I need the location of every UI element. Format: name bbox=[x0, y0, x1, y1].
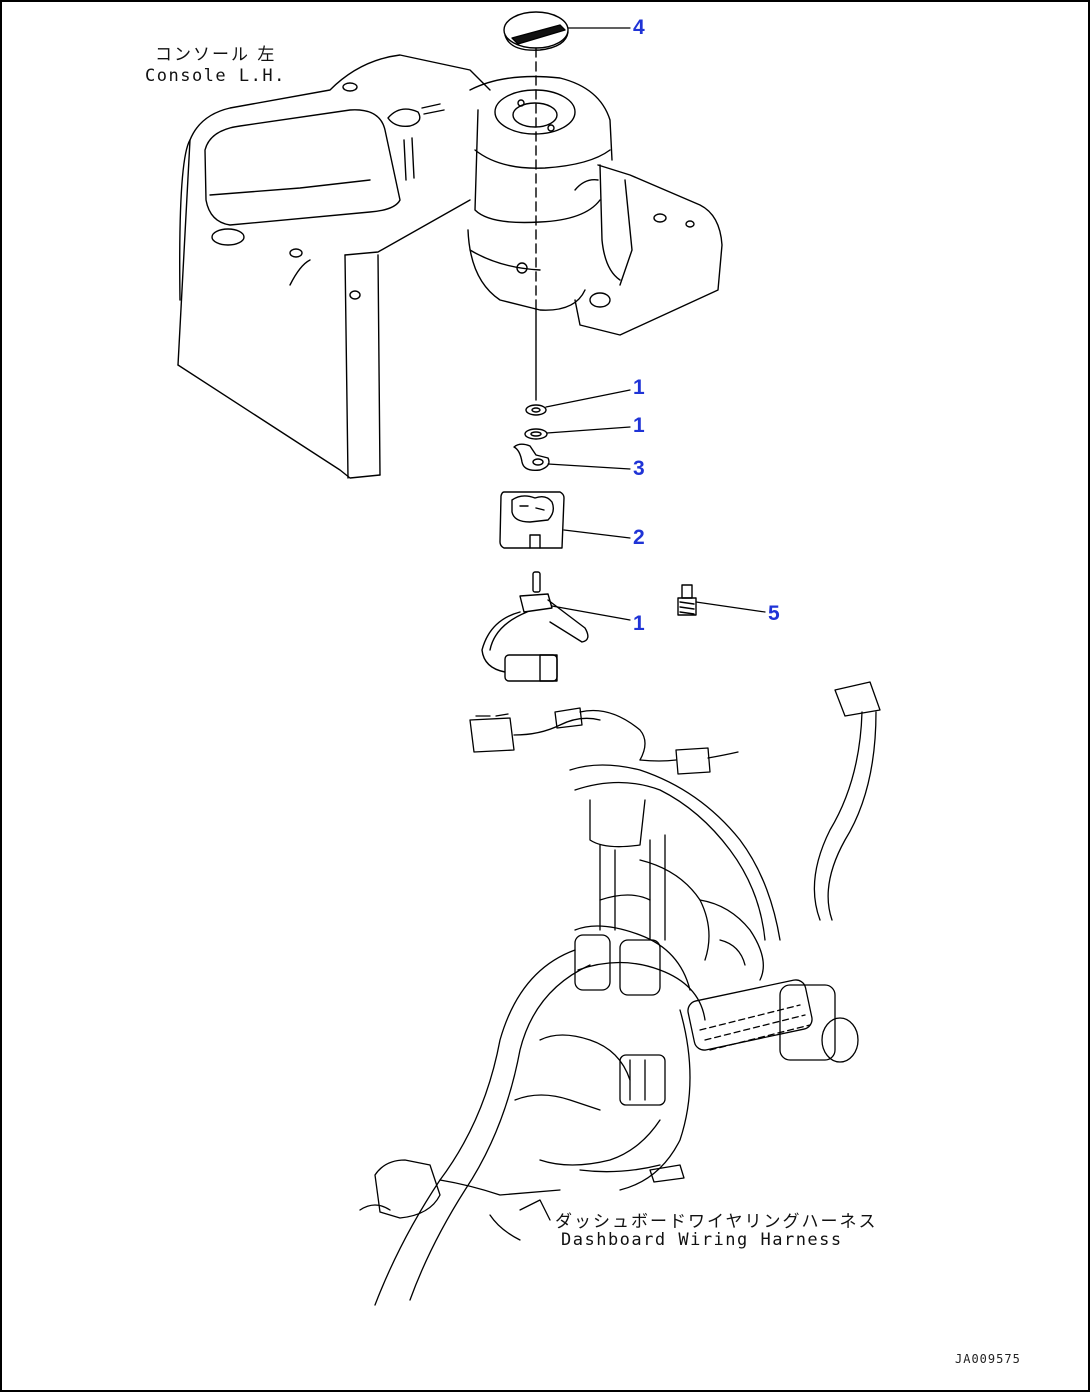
lock-tab-washer bbox=[513, 443, 550, 472]
callout-1c: 1 bbox=[633, 612, 645, 635]
callout-2: 2 bbox=[633, 526, 645, 549]
dashboard-wiring-harness bbox=[359, 681, 881, 1306]
nut-upper bbox=[525, 404, 547, 416]
mounting-bolt bbox=[677, 584, 697, 616]
callout-1a: 1 bbox=[633, 376, 645, 399]
toggle-switch bbox=[481, 571, 589, 682]
console-label-jp: コンソール 左 bbox=[155, 45, 277, 65]
callout-1b: 1 bbox=[633, 414, 645, 437]
console-lh bbox=[177, 54, 723, 479]
callout-4: 4 bbox=[633, 16, 645, 39]
console-label-en: Console L.H. bbox=[145, 66, 286, 86]
harness-label-en: Dashboard Wiring Harness bbox=[561, 1230, 843, 1250]
drawing-id: JA009575 bbox=[955, 1352, 1021, 1366]
washer bbox=[524, 428, 548, 440]
knob-cap bbox=[503, 11, 569, 51]
harness-label-jp: ダッシュボードワイヤリングハーネス bbox=[555, 1212, 878, 1232]
callout-5: 5 bbox=[768, 602, 780, 625]
leader-lines bbox=[545, 27, 766, 621]
callout-3: 3 bbox=[633, 457, 645, 480]
name-plate bbox=[499, 491, 565, 549]
